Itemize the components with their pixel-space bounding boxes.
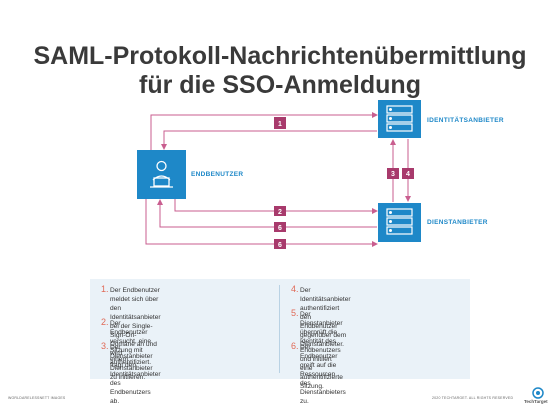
- step-text: des Endbenutzers ab.: [110, 380, 151, 405]
- badge-6: 6: [274, 239, 286, 249]
- step-text: Dienstanbieters zu.: [300, 389, 346, 405]
- step-text: Der Dienstanbieter überprüft die Identit…: [300, 311, 343, 345]
- step-number: 6.: [291, 341, 299, 351]
- badge-2: 2: [274, 206, 286, 216]
- svg-text:6: 6: [278, 225, 282, 232]
- steps-panel: 1. Der Endbenutzer meldet sich über den …: [90, 279, 470, 405]
- step-text: Der Endbenutzer versucht, eine Sitzung m…: [110, 320, 152, 354]
- step-text: Endbenutzers und initiiert eine authenti…: [300, 347, 343, 381]
- svg-text:1: 1: [278, 121, 282, 128]
- arrow-5: [157, 199, 377, 228]
- step-number: 5.: [291, 308, 299, 318]
- step-number: 2.: [101, 317, 109, 327]
- page-title: SAML-Protokoll-Nachrichtenübermittlung f…: [0, 42, 560, 100]
- step-text: Endbenutzer gegenüber dem Dienstanbieter…: [300, 323, 347, 348]
- step-text: Der Identitätsanbieter authentifiziert d…: [300, 287, 351, 321]
- step-text: Identitätsanbieter bei der Single-Sign-O…: [110, 314, 161, 339]
- badge-1: 1: [274, 117, 286, 129]
- step-number: 3.: [101, 341, 109, 351]
- step-text: Der Endbenutzer meldet sich über den: [110, 287, 160, 312]
- image-credit: WORLDARELESSNETT IMAGES: [8, 396, 66, 400]
- step-number: 1.: [101, 284, 109, 294]
- step-number: 4.: [291, 284, 299, 294]
- techtarget-logo-icon: [532, 387, 544, 399]
- svg-text:3: 3: [391, 171, 395, 178]
- badge-5: 6: [274, 222, 286, 232]
- user-laptop-icon: [150, 160, 173, 188]
- service-provider-label: DIENSTANBIETER: [427, 219, 488, 226]
- server-icon: [386, 105, 413, 132]
- arrow-1: [150, 112, 378, 150]
- step-text: Sitzung.: [300, 383, 324, 390]
- svg-text:2: 2: [278, 209, 282, 216]
- identity-provider-label: IDENTITÄTSANBIETER: [427, 117, 504, 124]
- arrow-2: [174, 199, 378, 214]
- end-user-label: ENDBENUTZER: [191, 171, 244, 178]
- server-icon: [386, 208, 413, 235]
- end-user-node: [137, 150, 186, 199]
- arrow-6: [145, 199, 378, 247]
- step-text: Der Endbenutzer greift auf die Ressource…: [300, 344, 338, 387]
- service-provider-node: [378, 203, 421, 242]
- title-line-2: für die SSO-Anmeldung: [139, 71, 421, 99]
- step-text: einem Dienstanbieter zu initiieren.: [110, 356, 153, 381]
- svg-text:4: 4: [406, 171, 410, 178]
- badge-4: 4: [402, 168, 414, 179]
- badge-3: 3: [387, 168, 399, 179]
- step-text: Domäne an und wird authentifiziert.: [110, 341, 157, 366]
- svg-text:6: 6: [278, 242, 282, 249]
- copyright-text: 2020 TECHTARGET. ALL RIGHTS RESERVED: [432, 396, 514, 400]
- title-line-1: SAML-Protokoll-Nachrichtenübermittlung: [33, 42, 527, 70]
- identity-provider-node: [378, 100, 421, 138]
- techtarget-logo-text: TechTarget: [524, 399, 548, 404]
- step-text: Der Dienstanbieter fragt den Identitätsa…: [110, 344, 161, 378]
- steps-divider: [279, 285, 280, 373]
